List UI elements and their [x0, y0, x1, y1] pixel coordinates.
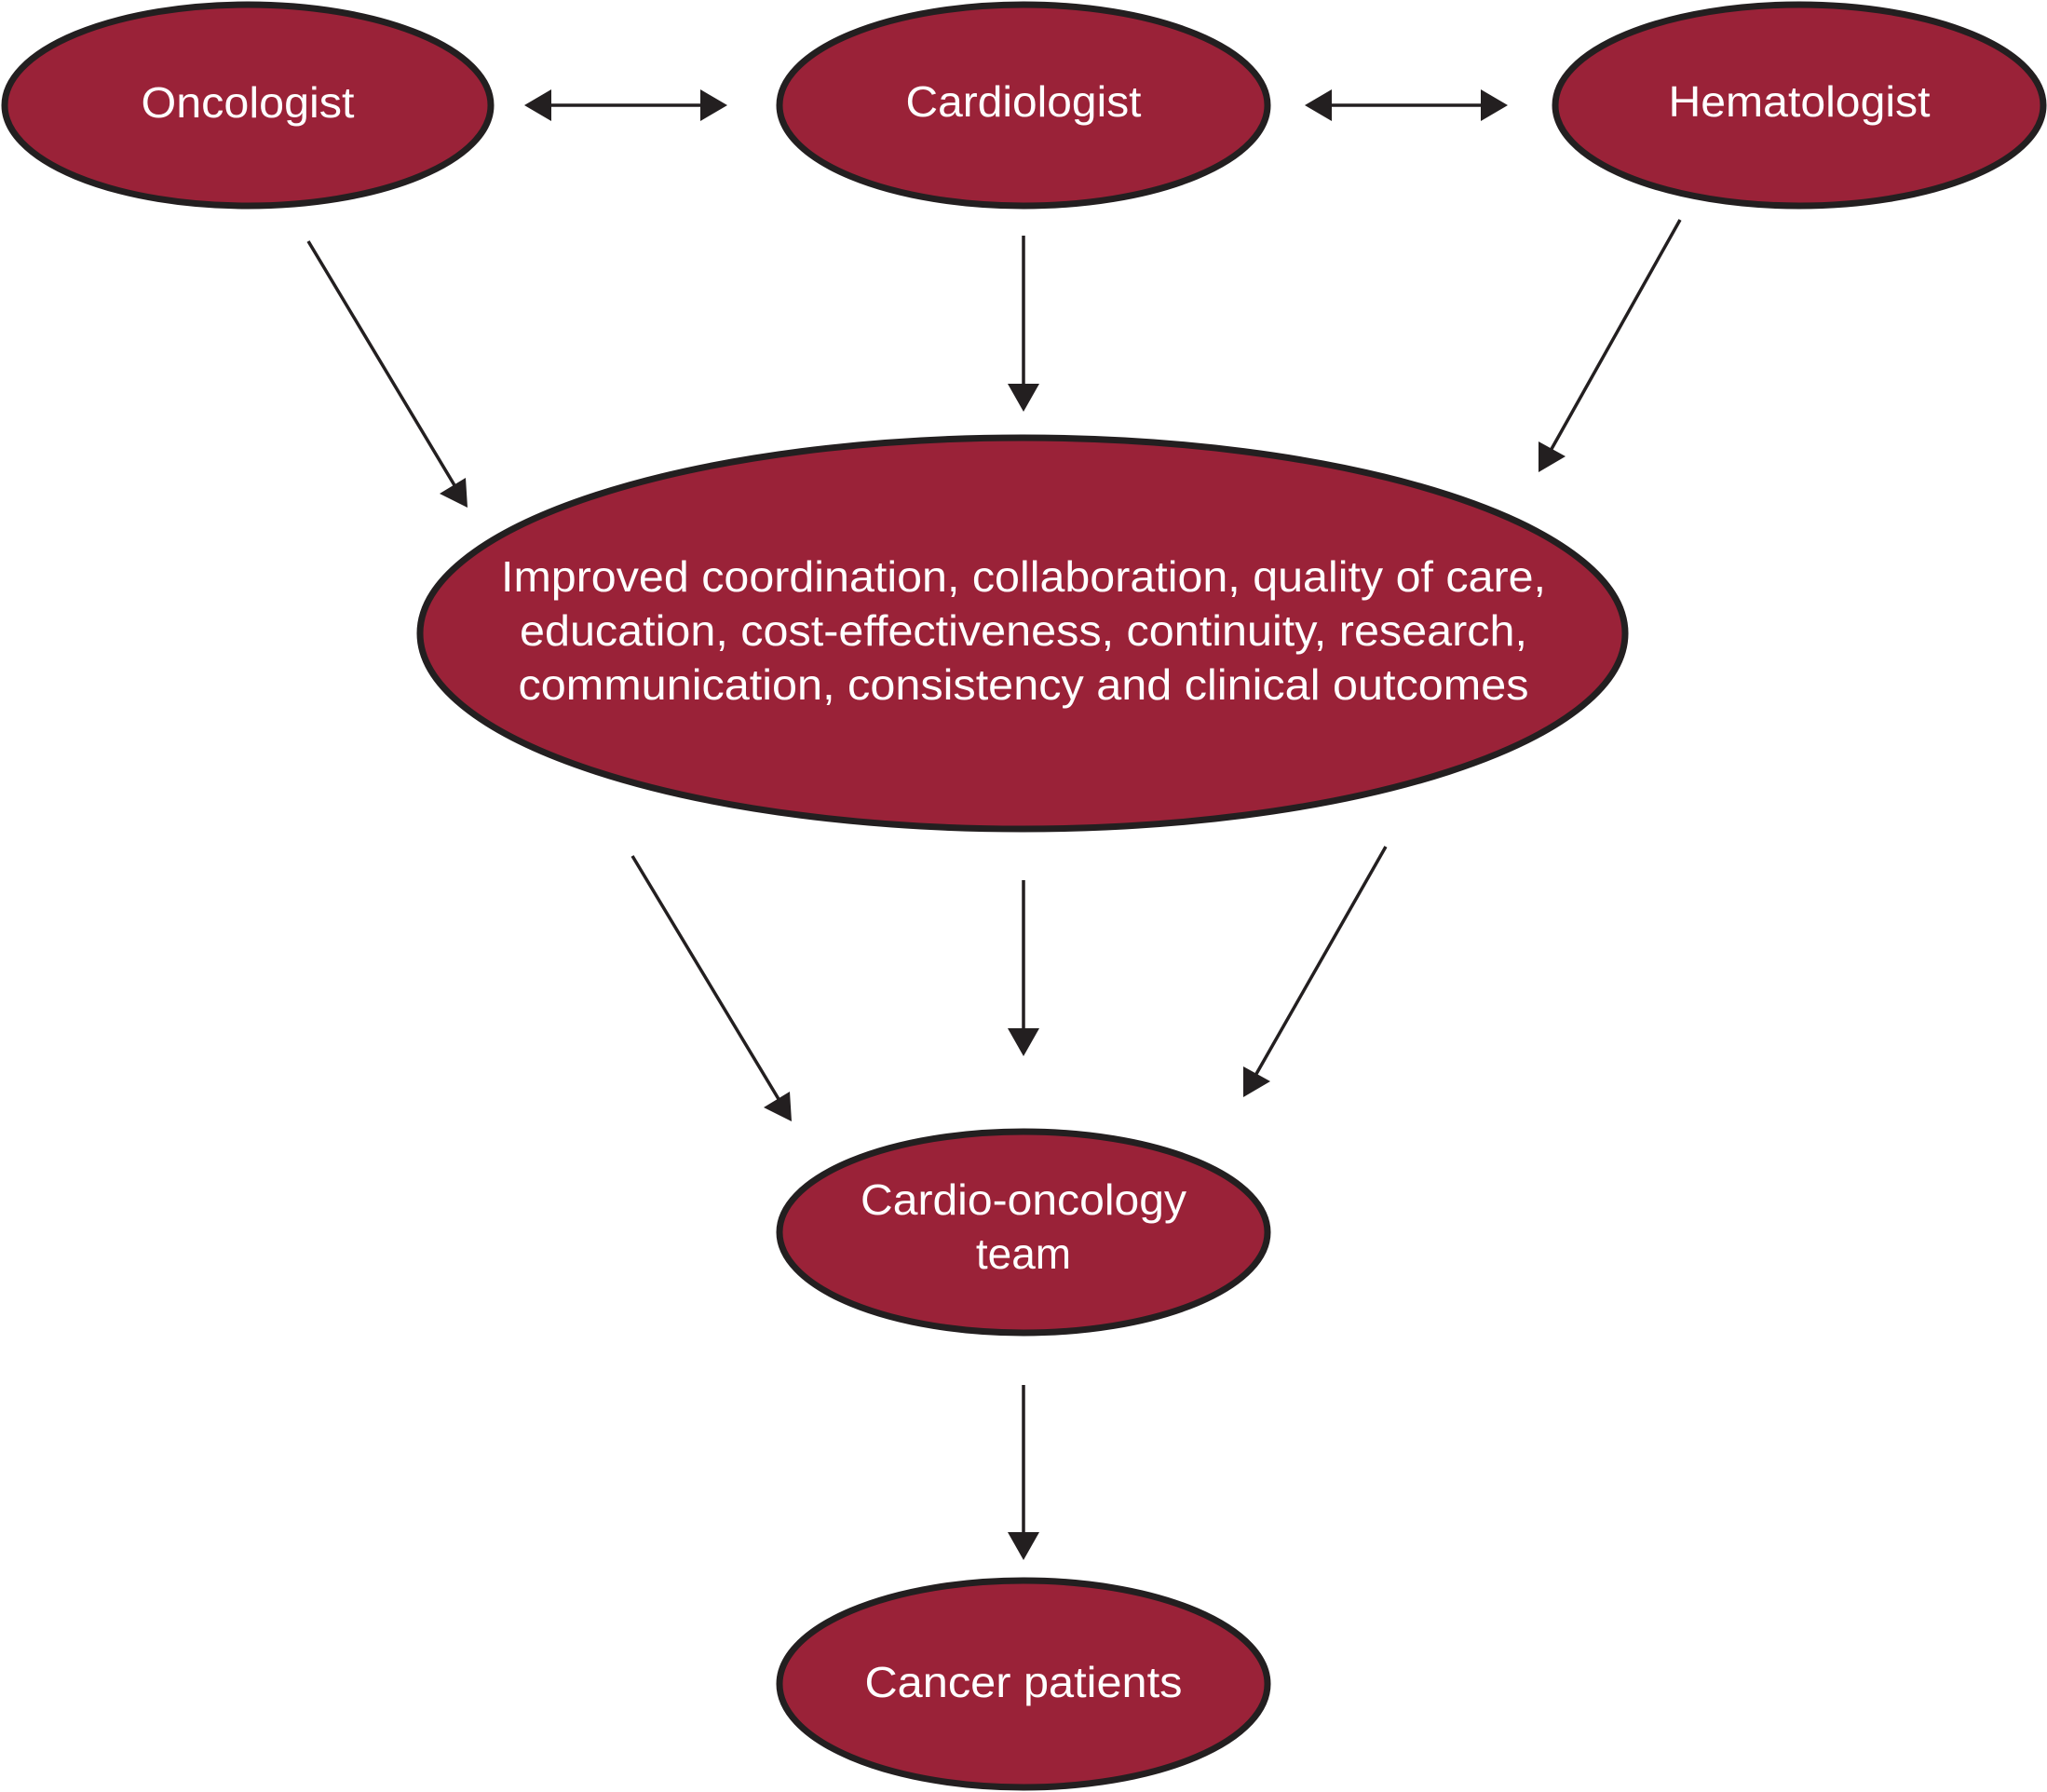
node-ellipse — [776, 1128, 1271, 1337]
node-cancer-patients: Cancer patients — [776, 1577, 1271, 1791]
node-label-line-2: team — [976, 1229, 1071, 1278]
edge-line — [306, 240, 456, 486]
node-label: Oncologist — [142, 78, 355, 127]
arrowhead-icon — [1008, 1028, 1039, 1056]
edge-cardiologist-hematologist — [1305, 89, 1508, 121]
node-ellipse — [416, 434, 1629, 833]
node-ellipse — [776, 1, 1271, 210]
node-label: Cancer patients — [865, 1658, 1183, 1706]
node-label-line-2: education, cost-effectiveness, continuit… — [520, 606, 1527, 655]
node-ellipse — [776, 1577, 1271, 1791]
node-label: Cardiologist — [906, 77, 1142, 126]
edge-line — [1550, 219, 1682, 450]
node-oncologist: Oncologist — [1, 1, 495, 210]
arrowhead-icon — [1008, 1532, 1039, 1560]
node-hematologist: Hematologist — [1552, 1, 2047, 210]
arrowhead-left-icon — [524, 89, 551, 121]
edge-benefits-team-right — [1243, 846, 1388, 1097]
arrowhead-left-icon — [1305, 89, 1332, 121]
edge-cardiologist-benefits — [1008, 236, 1039, 412]
edge-line — [1254, 846, 1388, 1075]
edge-line — [630, 855, 780, 1100]
node-label: Hematologist — [1669, 77, 1931, 126]
node-ellipse — [1, 1, 495, 210]
node-cardiologist: Cardiologist — [776, 1, 1271, 210]
node-label-line-1: Cardio-oncology — [861, 1175, 1186, 1224]
node-label-line-1: Improved coordination, collaboration, qu… — [501, 552, 1546, 601]
arrowhead-icon — [1243, 1066, 1270, 1097]
node-benefits: Improved coordination, collaboration, qu… — [416, 434, 1629, 833]
arrowhead-icon — [1539, 441, 1566, 472]
arrowhead-icon — [1008, 384, 1039, 412]
edges — [306, 89, 1682, 1560]
edge-benefits-team-left — [630, 855, 792, 1121]
arrowhead-icon — [440, 478, 468, 508]
edge-oncologist-benefits — [306, 240, 468, 508]
edge-oncologist-cardiologist — [524, 89, 727, 121]
edge-team-patients — [1008, 1385, 1039, 1560]
node-label-line-3: communication, consistency and clinical … — [519, 660, 1529, 709]
node-ellipse — [1552, 1, 2047, 210]
arrowhead-icon — [764, 1092, 792, 1121]
edge-benefits-team-center — [1008, 880, 1039, 1056]
node-cardio-oncology-team: Cardio-oncology team — [776, 1128, 1271, 1337]
arrowhead-right-icon — [700, 89, 727, 121]
edge-hematologist-benefits — [1539, 219, 1682, 472]
arrowhead-right-icon — [1481, 89, 1508, 121]
